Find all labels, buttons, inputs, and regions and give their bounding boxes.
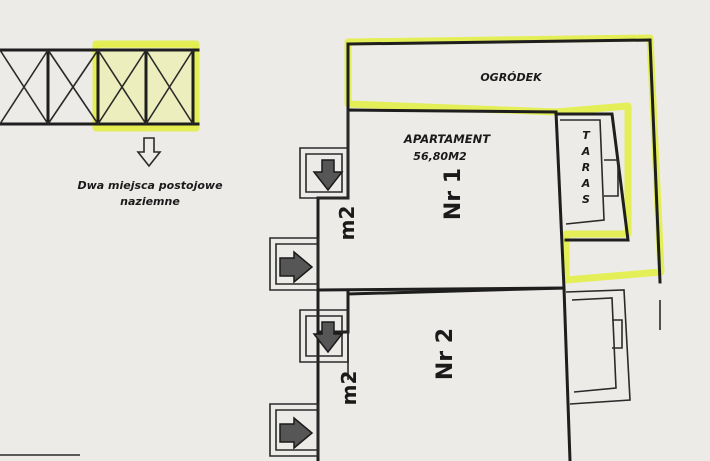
parking-space-cross-1 (0, 49, 49, 125)
entrance-arrow-icon (312, 159, 344, 192)
unit-2-entrance-top-frame-outer (299, 309, 349, 363)
entrance-arrow-icon (279, 250, 314, 284)
parking-space-cross-3 (97, 49, 147, 125)
unit-2-top-wall (346, 286, 566, 296)
terrace-outline (554, 112, 630, 242)
garden-label: OGRÓDEK (480, 71, 543, 84)
parking-caption-line2: naziemne (120, 195, 180, 208)
unit-2-entrance-top-frame-inner (305, 315, 343, 357)
unit-1-entrance-left-frame-inner (275, 243, 319, 285)
parking-caption-line1: Dwa miejsca postojowe (77, 179, 223, 192)
entrance-arrow-icon (312, 321, 344, 354)
unit-2-number: Nr 2 (433, 328, 458, 380)
parking-dividers (46, 48, 195, 126)
garden-top-wall (346, 38, 652, 46)
terrace-letter-4: A (581, 177, 591, 190)
terrace-letter-1: T (582, 129, 591, 142)
unit-1-entrance-top-frame-inner (305, 153, 343, 193)
apartment-label: APARTAMENT (403, 132, 491, 146)
unit-1-entrance-top-frame-outer (299, 147, 349, 199)
unit-2-entrance-left-frame-outer (269, 403, 319, 457)
parking-spaces: Dwa miejsca postojowe naziemne (0, 40, 223, 208)
terrace-letter-3: R (582, 161, 590, 174)
garden-right-wall (648, 38, 662, 284)
unit-2-terrace-step (612, 319, 623, 349)
unit-1-size-label: m2 (335, 206, 359, 241)
parking-space-cross-2 (47, 49, 99, 125)
terrace-inner-outline (560, 119, 605, 225)
unit-2-entrance-left-frame-inner (275, 409, 319, 451)
terrace-step (604, 159, 619, 197)
down-arrow-icon (136, 137, 162, 168)
terrace-letter-5: S (582, 193, 590, 206)
parking-highlight-outline (92, 40, 200, 132)
unit-2-size-label: m2 (337, 371, 361, 406)
parking-space-cross-4 (145, 49, 194, 125)
unit-2-right-wall (562, 286, 572, 461)
entrance-arrow-icon (279, 416, 314, 450)
apartment-area: 56,80M2 (413, 150, 467, 163)
unit-2-terrace-inner (571, 297, 617, 393)
unit-1-number: Nr 1 (441, 168, 466, 220)
unit-2-terrace-outline (565, 289, 631, 405)
terrace-letter-2: A (581, 145, 591, 158)
garden-area: OGRÓDEK (344, 34, 665, 284)
terrace-area: T A R A S (554, 112, 630, 242)
unit-2: Nr 2 m2 (269, 286, 631, 461)
